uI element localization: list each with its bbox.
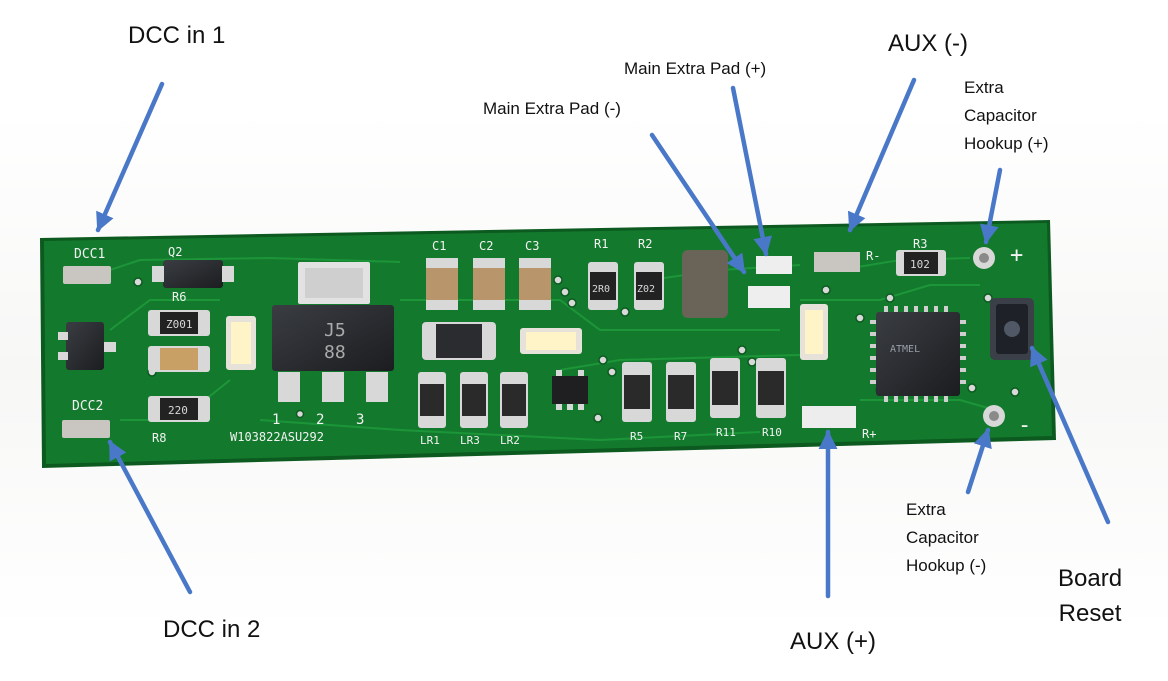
arrow-extra-cap-plus — [979, 167, 1003, 245]
silkscreen: DCC1 DCC2 Q2 R6 R8 Z001 220 C1 C2 C3 R1 … — [72, 237, 1031, 447]
label-extra-cap-plus-line-3: Hookup (+) — [964, 134, 1049, 153]
bottom-resistors-right — [622, 358, 786, 422]
arrow-dcc-in-1 — [95, 81, 165, 233]
arrow-main-extra-pad-plus — [730, 85, 772, 257]
led-2-lens — [526, 332, 576, 350]
resistors-r1-r2 — [588, 262, 664, 310]
label-main-extra-pad-minus: Main Extra Pad (-) — [483, 99, 621, 118]
silk-r10: R10 — [762, 426, 782, 439]
led-left — [148, 346, 210, 372]
transistor-q1 — [58, 322, 116, 370]
arrow-extra-cap-minus — [965, 427, 992, 495]
label-extra-cap-plus-line-1: Extra — [964, 78, 1004, 97]
silk-minus-sign: - — [1018, 413, 1031, 438]
crystal — [682, 250, 728, 318]
silk-res-220: 220 — [168, 404, 188, 417]
silk-res-z001: Z001 — [166, 318, 193, 331]
led-1-lens — [231, 322, 251, 364]
main-extra-pad-minus-pad — [748, 286, 790, 308]
label-aux-minus: AUX (-) — [888, 30, 968, 57]
label-dcc-in-1: DCC in 1 — [128, 22, 226, 49]
silk-r5: R5 — [630, 430, 643, 443]
silk-r-minus: R- — [866, 249, 880, 263]
arrow-board-reset — [1029, 345, 1111, 525]
silk-r3: R3 — [913, 237, 927, 251]
silk-r11: R11 — [716, 426, 736, 439]
reset-button — [990, 298, 1034, 360]
label-extra-cap-minus-line-1: Extra — [906, 500, 946, 519]
label-extra-cap-minus-line-3: Hookup (-) — [906, 556, 987, 575]
label-board-reset-line-1: Board — [1058, 565, 1123, 592]
silk-lr2: LR2 — [500, 434, 520, 447]
silk-res-r3: 102 — [910, 258, 930, 271]
label-dcc-in-2: DCC in 2 — [163, 616, 261, 643]
arrow-main-extra-pad-minus — [649, 132, 747, 275]
silk-r6: R6 — [172, 290, 186, 304]
silk-serial: W103822ASU292 — [230, 430, 324, 444]
silk-dcc2: DCC2 — [72, 399, 103, 414]
bottom-resistors-left — [418, 372, 528, 428]
vias — [133, 275, 1020, 423]
silk-lr3: LR3 — [460, 434, 480, 447]
capacitors — [426, 258, 551, 310]
arrow-aux-minus — [847, 77, 917, 233]
small-transistor — [552, 370, 588, 410]
diode — [422, 322, 496, 360]
label-extra-cap-plus: Extra Capacitor Hookup (+) — [964, 74, 1049, 158]
silk-reg-name: J5 — [324, 320, 346, 341]
main-extra-pad-plus-pad — [756, 256, 792, 274]
silk-pin-2: 2 — [316, 412, 324, 428]
dcc1-pad — [63, 266, 111, 284]
silk-pin-1: 1 — [272, 412, 280, 428]
silk-reg-code: 88 — [324, 342, 346, 363]
silk-r2: R2 — [638, 237, 652, 251]
dcc2-pad — [62, 420, 110, 438]
label-extra-cap-minus-line-2: Capacitor — [906, 528, 979, 547]
voltage-regulator — [272, 262, 394, 402]
silk-q2: Q2 — [168, 245, 182, 259]
led-3-lens — [805, 310, 823, 354]
aux-minus-pad — [814, 252, 860, 272]
silk-c2: C2 — [479, 239, 493, 253]
silk-r8: R8 — [152, 431, 166, 445]
silk-dcc1: DCC1 — [74, 247, 105, 262]
silk-res-r2: Z02 — [637, 284, 655, 295]
silk-res-r1: 2R0 — [592, 284, 610, 295]
silk-r-plus: R+ — [862, 427, 876, 441]
arrow-dcc-in-2 — [107, 439, 193, 595]
resistor-r6 — [148, 310, 210, 336]
label-aux-plus: AUX (+) — [790, 628, 877, 655]
silk-pin-3: 3 — [356, 412, 364, 428]
transistor-q2 — [152, 260, 234, 288]
resistor-r8 — [148, 396, 210, 422]
pcb-board: DCC1 DCC2 Q2 R6 R8 Z001 220 C1 C2 C3 R1 … — [40, 220, 1056, 468]
label-main-extra-pad-plus: Main Extra Pad (+) — [624, 59, 767, 78]
silk-chip-marking: ATMEL — [890, 344, 920, 355]
silk-plus-sign: + — [1010, 243, 1023, 268]
silk-r7: R7 — [674, 430, 687, 443]
label-board-reset: Board Reset — [1058, 561, 1122, 631]
microcontroller-chip — [870, 306, 966, 402]
resistor-r3 — [896, 250, 946, 276]
annotation-arrows — [95, 77, 1111, 599]
silk-r1: R1 — [594, 237, 608, 251]
label-board-reset-line-2: Reset — [1058, 600, 1122, 627]
silk-lr1: LR1 — [420, 434, 440, 447]
label-extra-cap-minus: Extra Capacitor Hookup (-) — [906, 496, 986, 580]
aux-plus-pad — [802, 406, 856, 428]
label-extra-cap-plus-line-2: Capacitor — [964, 106, 1037, 125]
silk-c1: C1 — [432, 239, 446, 253]
silk-c3: C3 — [525, 239, 539, 253]
